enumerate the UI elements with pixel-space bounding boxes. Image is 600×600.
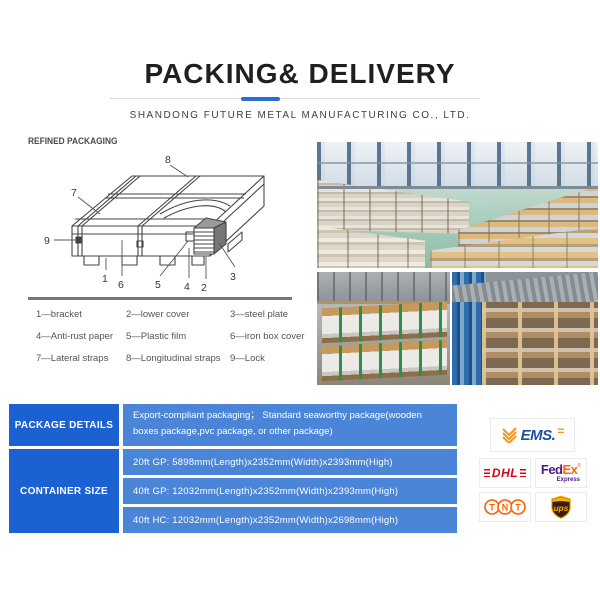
page-title: PACKING& DELIVERY — [144, 58, 456, 89]
legend-divider — [28, 297, 292, 300]
fedex-logo: Fed Ex ® Express — [535, 458, 587, 488]
legend-item-9: 9—Lock — [230, 352, 265, 364]
diagram-number-9: 9 — [44, 235, 50, 247]
photo-layer — [317, 272, 450, 304]
dhl-logo: DHL — [479, 458, 531, 488]
photo-layer — [317, 186, 598, 189]
photo-layer — [322, 301, 447, 344]
packaging-legend: 1—bracket 2—lower cover 3—steel plate 4—… — [36, 303, 352, 369]
legend-item-4: 4—Anti-rust paper — [36, 330, 114, 342]
warehouse-photo — [317, 142, 598, 268]
ems-wordmark: EMS. — [520, 426, 556, 444]
legend-item-2: 2—lower cover — [126, 308, 190, 320]
package-details-value: Export-compliant packaging； Standard sea… — [123, 404, 457, 446]
divider-accent — [241, 96, 280, 101]
legend-item-3: 3—steel plate — [230, 308, 289, 320]
bundled-sheets-photo — [452, 272, 598, 385]
section-label-refined-packaging: REFINED PACKAGING — [28, 136, 118, 147]
legend-item-5: 5—Plastic film — [126, 330, 187, 342]
container-size-row-40ft-gp: 40ft GP: 12032mm(Length)x2352mm(Width)x2… — [123, 478, 457, 504]
dhl-wordmark: DHL — [491, 466, 519, 480]
ups-shield-icon: ups — [551, 495, 571, 519]
legend-item-7: 7—Lateral straps — [36, 352, 109, 364]
dhl-stripes-icon — [520, 469, 527, 477]
ups-logo: ups — [535, 492, 587, 522]
package-details-header: PACKAGE DETAILS — [9, 404, 119, 446]
ems-dash-mark: = — [557, 424, 565, 438]
diagram-number-6: 6 — [118, 279, 124, 291]
company-name: SHANDONG FUTURE METAL MANUFACTURING CO.,… — [129, 110, 471, 121]
registered-mark-icon: ® — [577, 463, 582, 469]
diagram-number-7: 7 — [71, 187, 77, 199]
container-size-row-40ft-hc: 40ft HC: 12032mm(Length)x2352mm(Width)x2… — [123, 507, 457, 533]
container-size-header: CONTAINER SIZE — [9, 449, 119, 533]
diagram-number-3: 3 — [230, 271, 236, 283]
diagram-leader-lines — [54, 164, 236, 279]
packing-crate-diagram: 8 7 9 1 6 5 4 2 3 — [44, 154, 265, 294]
title-divider — [110, 96, 480, 101]
tnt-logo: T N T — [479, 492, 531, 522]
tnt-letter: T — [515, 503, 521, 513]
diagram-number-1: 1 — [102, 273, 108, 285]
fedex-ex-text: Ex — [562, 462, 578, 477]
ups-wordmark: ups — [554, 503, 569, 513]
photo-layer — [317, 142, 598, 188]
packing-info-table: PACKAGE DETAILS Export-compliant packagi… — [9, 404, 457, 533]
ems-chevron-icon — [501, 427, 517, 443]
photo-layer — [317, 162, 598, 164]
diagram-number-8: 8 — [165, 154, 171, 166]
legend-item-6: 6—iron box cover — [230, 330, 305, 342]
photo-layer — [482, 292, 598, 385]
container-size-row-20ft-gp: 20ft GP: 5898mm(Length)x2352mm(Width)x23… — [123, 449, 457, 475]
tnt-letter: N — [502, 503, 509, 513]
diagram-number-2: 2 — [201, 282, 207, 294]
tnt-circles-icon: T N T — [484, 499, 526, 515]
diagram-number-5: 5 — [155, 279, 161, 291]
legend-item-8: 8—Longitudinal straps — [126, 352, 221, 364]
tnt-letter: T — [489, 503, 495, 513]
diagram-number-4: 4 — [184, 281, 190, 293]
photo-layer — [322, 339, 447, 382]
fedex-express-text: Express — [556, 477, 580, 483]
packed-pallets-photo — [317, 272, 450, 385]
fedex-wordmark: Fed Ex ® — [541, 463, 581, 476]
ems-logo: EMS. = — [490, 418, 575, 452]
legend-item-1: 1—bracket — [36, 308, 82, 320]
dhl-stripes-icon — [483, 469, 490, 477]
fedex-fed-text: Fed — [540, 462, 563, 477]
